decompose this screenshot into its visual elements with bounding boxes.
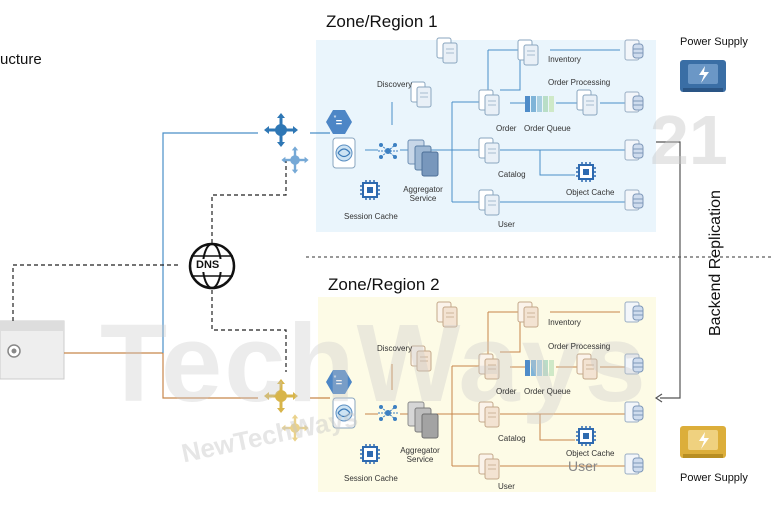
zone1-title: Zone/Region 1 — [326, 12, 438, 31]
client-dns-link — [12, 264, 180, 321]
zone2-title: Zone/Region 2 — [328, 275, 440, 294]
zone2-links — [365, 311, 625, 467]
watermark-text: TechWays — [100, 302, 648, 425]
z1-order-label: Order — [496, 124, 517, 133]
orange-link-zone2 — [162, 353, 258, 399]
z1-discovery-label: Discovery — [377, 80, 413, 89]
dns-zone2-link — [211, 290, 287, 372]
replication-arrow-icon — [654, 393, 663, 403]
z2-user-large-label: User — [568, 458, 598, 474]
replication-link — [656, 141, 681, 399]
z1-user-label: User — [498, 220, 515, 229]
z2-order-label: Order — [496, 387, 517, 396]
diagram-title-fragment: ucture — [0, 51, 42, 68]
z1-aggregator-label: Aggregator Service — [403, 185, 443, 203]
z2-aggregator-label: Aggregator Service — [400, 446, 440, 464]
client-browser-icon — [0, 320, 65, 380]
z2-session-cache-label: Session Cache — [344, 474, 398, 483]
z1-catalog-label: Catalog — [498, 170, 526, 179]
z2-user-label: User — [498, 482, 515, 491]
z2-inventory-label: Inventory — [548, 318, 581, 327]
watermark-year: 21 — [650, 101, 728, 179]
backend-replication-label: Backend Replication — [707, 190, 724, 336]
z1-inventory-label: Inventory — [548, 55, 581, 64]
z2-catalog-label: Catalog — [498, 434, 526, 443]
z1-order-processing-label: Order Processing — [548, 78, 611, 87]
power-supply-gold-icon — [680, 426, 726, 458]
dns-label: DNS — [196, 259, 220, 271]
z1-order-queue-label: Order Queue — [524, 124, 571, 133]
z2-order-queue-label: Order Queue — [524, 387, 571, 396]
z1-session-cache-label: Session Cache — [344, 212, 398, 221]
dns-zone1-link — [211, 160, 287, 243]
dns-globe-icon — [188, 242, 236, 290]
z2-object-cache-label: Object Cache — [566, 449, 615, 458]
z2-order-processing-label: Order Processing — [548, 342, 611, 351]
z2-discovery-label: Discovery — [377, 344, 413, 353]
blue-link-zone1 — [162, 132, 258, 353]
zone1-load-balancer-icon — [262, 111, 310, 175]
power-supply-label-2: Power Supply — [680, 472, 748, 484]
z1-object-cache-label: Object Cache — [566, 188, 615, 197]
power-supply-label-1: Power Supply — [680, 36, 748, 48]
power-supply-blue-icon — [680, 60, 726, 92]
